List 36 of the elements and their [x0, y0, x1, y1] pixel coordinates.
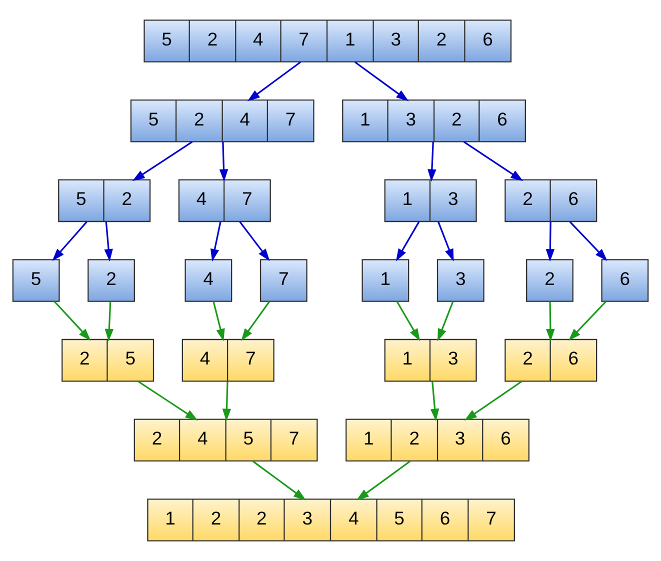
arrow — [569, 221, 608, 261]
arrow — [132, 141, 193, 182]
arrow — [356, 460, 411, 500]
arrow — [137, 380, 198, 421]
arrow — [396, 301, 420, 342]
arrow — [463, 141, 524, 182]
arrow — [54, 301, 91, 341]
node-box: 1 — [362, 259, 410, 302]
arrow — [239, 221, 270, 262]
arrow — [354, 61, 409, 102]
arrow — [104, 302, 114, 342]
arrow — [247, 61, 301, 102]
arrow — [546, 222, 555, 262]
arrow — [252, 460, 306, 500]
node-box: 6 — [601, 259, 649, 302]
arrow — [428, 142, 436, 182]
node-box: 4 — [184, 259, 232, 302]
arrow — [430, 381, 440, 422]
arrow — [568, 301, 606, 341]
node-box: 7 — [260, 259, 308, 302]
arrow — [241, 301, 270, 341]
arrow — [438, 222, 454, 262]
arrow — [219, 142, 228, 182]
arrow — [104, 222, 113, 262]
arrow — [52, 221, 88, 262]
arrow — [212, 301, 225, 342]
arrow — [222, 381, 232, 422]
arrow — [438, 301, 454, 342]
arrow — [464, 380, 522, 421]
node-box: 3 — [436, 259, 484, 302]
arrow — [546, 302, 555, 342]
node-box: 2 — [88, 259, 135, 302]
arrow — [210, 222, 222, 262]
node-box: 5 — [12, 259, 60, 302]
arrow — [396, 221, 420, 262]
node-box: 2 — [526, 259, 574, 302]
